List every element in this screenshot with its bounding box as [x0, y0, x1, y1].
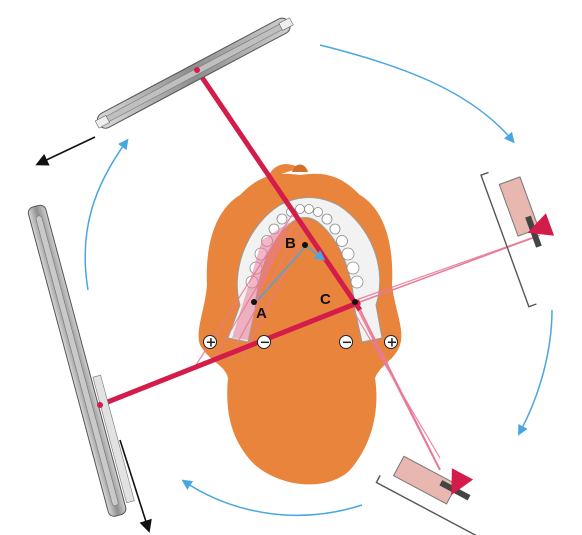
rotation-arrow-bottom: [185, 482, 362, 515]
beam-left-anchor: [97, 402, 103, 408]
x-ray-tube-right: [481, 159, 574, 307]
point-c-label: C: [320, 291, 331, 308]
point-b-dot: [302, 242, 308, 248]
sign-right-plus: +: [387, 336, 398, 351]
point-c-dot: [352, 299, 358, 305]
sign-left-plus: +: [206, 336, 217, 351]
sign-left-minus: −: [260, 336, 271, 351]
rotation-arrow-right: [520, 310, 552, 432]
beam-top-anchor: [194, 67, 200, 73]
sign-right-minus: −: [342, 336, 353, 351]
x-ray-tube-bottom: [376, 440, 526, 535]
point-a-label: A: [256, 305, 267, 322]
point-b-label: B: [285, 235, 296, 252]
rotation-arrow-top-right: [320, 45, 512, 140]
film-cassette-left: [27, 201, 137, 517]
film-top-movement-arrow: [40, 137, 95, 163]
film-cassette-top: [93, 14, 295, 131]
rotation-arrow-left: [85, 142, 126, 290]
